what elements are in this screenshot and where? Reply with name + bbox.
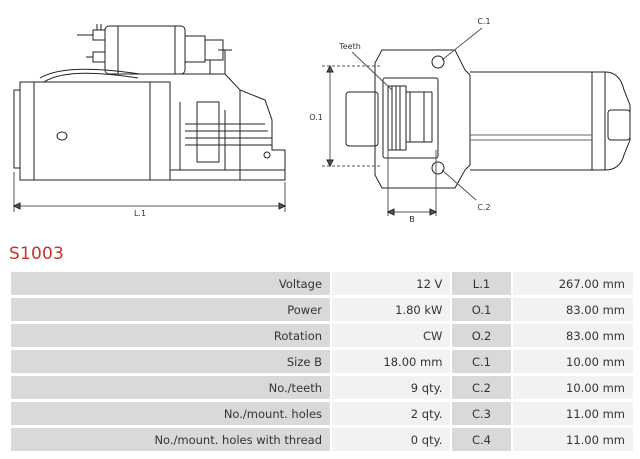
label-c2: C.2: [477, 203, 490, 212]
dimension-value: 10.00 mm: [512, 376, 633, 399]
o1-dimension: [322, 64, 380, 168]
spec-value: 0 qty.: [332, 428, 451, 451]
dimension-value: 267.00 mm: [512, 272, 633, 295]
starter-technical-drawing: L.1 O.1 B C.1 C.2 Teeth: [12, 17, 631, 224]
table-row: No./mount. holes with thread 0 qty. C.4 …: [11, 428, 633, 451]
b-dimension: [386, 150, 438, 216]
spec-label: No./mount. holes: [11, 402, 331, 425]
table-row: Voltage 12 V L.1 267.00 mm: [11, 272, 633, 295]
spec-label: Rotation: [11, 324, 331, 347]
label-teeth: Teeth: [338, 42, 361, 51]
starter-front-view: [345, 49, 631, 189]
label-b: B: [409, 215, 415, 224]
l1-dimension: [12, 172, 287, 212]
spec-value: 1.80 kW: [332, 298, 451, 321]
table-row: Power 1.80 kW O.1 83.00 mm: [11, 298, 633, 321]
spec-value: 12 V: [332, 272, 451, 295]
spec-value: 2 qty.: [332, 402, 451, 425]
dimension-value: 83.00 mm: [512, 298, 633, 321]
starter-side-view: [13, 24, 286, 181]
dimension-key: C.1: [452, 350, 511, 373]
part-number-title: S1003: [9, 244, 65, 264]
spec-label: No./teeth: [11, 376, 331, 399]
specifications-table: Voltage 12 V L.1 267.00 mm Power 1.80 kW…: [9, 269, 635, 454]
dimension-key: C.3: [452, 402, 511, 425]
spec-label: No./mount. holes with thread: [11, 428, 331, 451]
dimension-key: L.1: [452, 272, 511, 295]
dimension-key: O.2: [452, 324, 511, 347]
table-row: Rotation CW O.2 83.00 mm: [11, 324, 633, 347]
label-o1: O.1: [309, 113, 323, 122]
dimension-value: 10.00 mm: [512, 350, 633, 373]
dimension-value: 11.00 mm: [512, 428, 633, 451]
label-c1: C.1: [477, 17, 490, 26]
dimension-key: C.2: [452, 376, 511, 399]
dimension-key: C.4: [452, 428, 511, 451]
label-l1: L.1: [134, 209, 146, 218]
table-row: No./mount. holes 2 qty. C.3 11.00 mm: [11, 402, 633, 425]
spec-label: Size B: [11, 350, 331, 373]
spec-value: 9 qty.: [332, 376, 451, 399]
dimension-value: 83.00 mm: [512, 324, 633, 347]
spec-label: Power: [11, 298, 331, 321]
table-row: No./teeth 9 qty. C.2 10.00 mm: [11, 376, 633, 399]
spec-value: CW: [332, 324, 451, 347]
dimension-key: O.1: [452, 298, 511, 321]
spec-value: 18.00 mm: [332, 350, 451, 373]
dimension-value: 11.00 mm: [512, 402, 633, 425]
spec-label: Voltage: [11, 272, 331, 295]
table-row: Size B 18.00 mm C.1 10.00 mm: [11, 350, 633, 373]
